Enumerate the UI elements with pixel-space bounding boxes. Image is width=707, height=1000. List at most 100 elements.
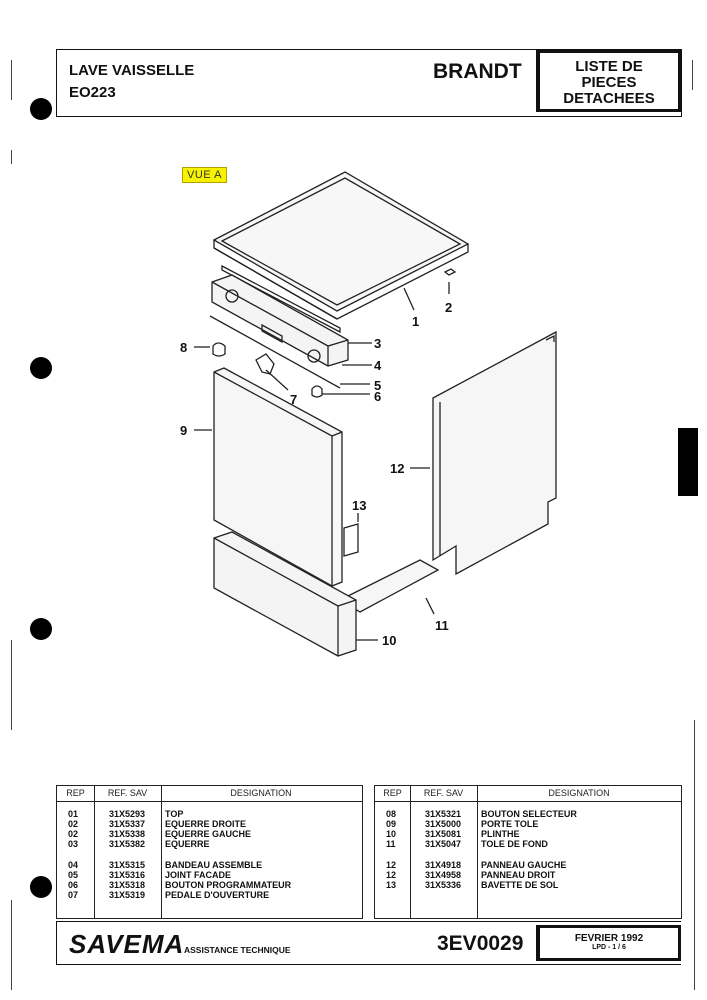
binder-hole	[30, 876, 52, 898]
table-header	[57, 786, 362, 802]
table-row-designation: TOP	[165, 809, 184, 819]
header-designation: DESIGNATION	[230, 788, 292, 798]
table-row-designation: PEDALE D'OUVERTURE	[165, 890, 270, 900]
parts-table-right: REP REF. SAV DESIGNATION 08 31X5321 BOUT…	[374, 785, 682, 919]
table-row-rep: 12	[386, 870, 397, 880]
edge-mark	[692, 60, 693, 90]
table-row-rep: 05	[68, 870, 79, 880]
doc-type-line: PIECES	[581, 74, 637, 91]
table-row-ref: 31X5047	[425, 839, 462, 849]
part-top	[212, 171, 470, 320]
table-row-rep: 03	[68, 839, 79, 849]
table-row-ref: 31X4958	[425, 870, 462, 880]
table-row-ref: 31X5321	[425, 809, 462, 819]
page-reference: LPD - 1 / 6	[592, 944, 626, 951]
table-row-designation: PANNEAU DROIT	[481, 870, 556, 880]
table-row-designation: EQUERRE GAUCHE	[165, 829, 252, 839]
table-row-designation: PANNEAU GAUCHE	[481, 860, 567, 870]
table-row-rep: 07	[68, 890, 79, 900]
document-number: 3EV0029	[437, 932, 524, 955]
callout-4: 4	[374, 358, 382, 373]
part-pedal	[255, 353, 275, 375]
brand-name: BRANDT	[433, 60, 522, 83]
part-door	[213, 367, 343, 587]
callout-13: 13	[352, 498, 367, 513]
table-row-rep: 04	[68, 860, 79, 870]
callout-8: 8	[180, 340, 188, 355]
table-row-rep: 08	[386, 809, 397, 819]
edge-mark	[694, 720, 695, 990]
table-row-ref: 31X5382	[109, 839, 146, 849]
table-row-designation: BOUTON PROGRAMMATEUR	[165, 880, 292, 890]
table-row-ref: 31X5337	[109, 819, 146, 829]
table-row-designation: JOINT FACADE	[165, 870, 232, 880]
doc-type-line: DETACHEES	[563, 90, 655, 107]
part-knob-selector	[311, 385, 323, 398]
table-row-rep: 06	[68, 880, 79, 890]
callout-5: 5	[374, 378, 382, 393]
header-ref: REF. SAV	[423, 788, 464, 798]
part-joint	[209, 315, 341, 389]
callout-11: 11	[435, 618, 449, 633]
date-box: FEVRIER 1992 LPD - 1 / 6	[536, 925, 681, 961]
document-date: FEVRIER 1992	[574, 933, 644, 944]
edge-mark	[11, 900, 12, 990]
table-row-designation: BAVETTE DE SOL	[481, 880, 559, 890]
table-row-ref: 31X5081	[425, 829, 462, 839]
part-plinth	[213, 531, 357, 657]
part-control-panel	[211, 274, 349, 367]
edge-mark	[11, 60, 12, 100]
callout-9: 9	[180, 423, 188, 438]
department-label: ASSISTANCE TECHNIQUE	[184, 945, 291, 955]
part-bavette	[343, 523, 359, 557]
doc-type-line: LISTE DE	[575, 58, 643, 75]
product-model: EO223	[69, 84, 116, 101]
callout-10: 10	[382, 633, 397, 648]
binder-hole	[30, 618, 52, 640]
table-row-ref: 31X5000	[425, 819, 462, 829]
table-row-ref: 31X5318	[109, 880, 146, 890]
table-row-rep: 10	[386, 829, 397, 839]
view-label: VUE A	[182, 167, 227, 183]
table-row-rep: 01	[68, 809, 79, 819]
edge-mark	[11, 150, 12, 164]
callout-12: 12	[390, 461, 405, 476]
table-row-rep: 11	[386, 839, 396, 849]
table-row-designation: PLINTHE	[481, 829, 520, 839]
parts-table-left: REP REF. SAV DESIGNATION 01 31X5293 TOP …	[56, 785, 363, 919]
table-header	[375, 786, 681, 802]
table-row-ref: 31X5319	[109, 890, 146, 900]
table-row-designation: PORTE TOLE	[481, 819, 539, 829]
header-box: LAVE VAISSELLE EO223 BRANDT LISTE DE PIE…	[56, 49, 682, 117]
table-row-ref: 31X5316	[109, 870, 146, 880]
table-row-designation: BANDEAU ASSEMBLE	[165, 860, 263, 870]
callout-2: 2	[445, 300, 453, 315]
edge-mark	[11, 640, 12, 730]
table-row-ref: 31X5336	[425, 880, 462, 890]
company-logo: SAVEMA	[69, 929, 185, 959]
callout-6: 6	[374, 389, 382, 404]
table-row-designation: TOLE DE FOND	[481, 839, 548, 849]
part-side-panel	[432, 330, 557, 576]
table-row-rep: 09	[386, 819, 397, 829]
part-knob-program	[212, 342, 226, 357]
callout-1: 1	[412, 314, 420, 329]
table-row-rep: 13	[386, 880, 397, 890]
table-row-rep: 12	[386, 860, 397, 870]
binder-hole	[30, 357, 52, 379]
table-row-designation: EQUERRE	[165, 839, 210, 849]
table-row-ref: 31X5338	[109, 829, 146, 839]
section-tab	[678, 428, 698, 496]
binder-hole	[30, 98, 52, 120]
footer-box: SAVEMA ASSISTANCE TECHNIQUE 3EV0029 FEVR…	[56, 921, 681, 965]
header-ref: REF. SAV	[107, 788, 148, 798]
table-row-rep: 02	[68, 819, 79, 829]
callout-7: 7	[290, 392, 298, 407]
header-designation: DESIGNATION	[548, 788, 610, 798]
table-row-ref: 31X4918	[425, 860, 462, 870]
table-row-designation: BOUTON SELECTEUR	[481, 809, 577, 819]
table-row-rep: 02	[68, 829, 79, 839]
table-row-ref: 31X5315	[109, 860, 146, 870]
header-rep: REP	[383, 788, 402, 798]
callout-3: 3	[374, 336, 382, 351]
